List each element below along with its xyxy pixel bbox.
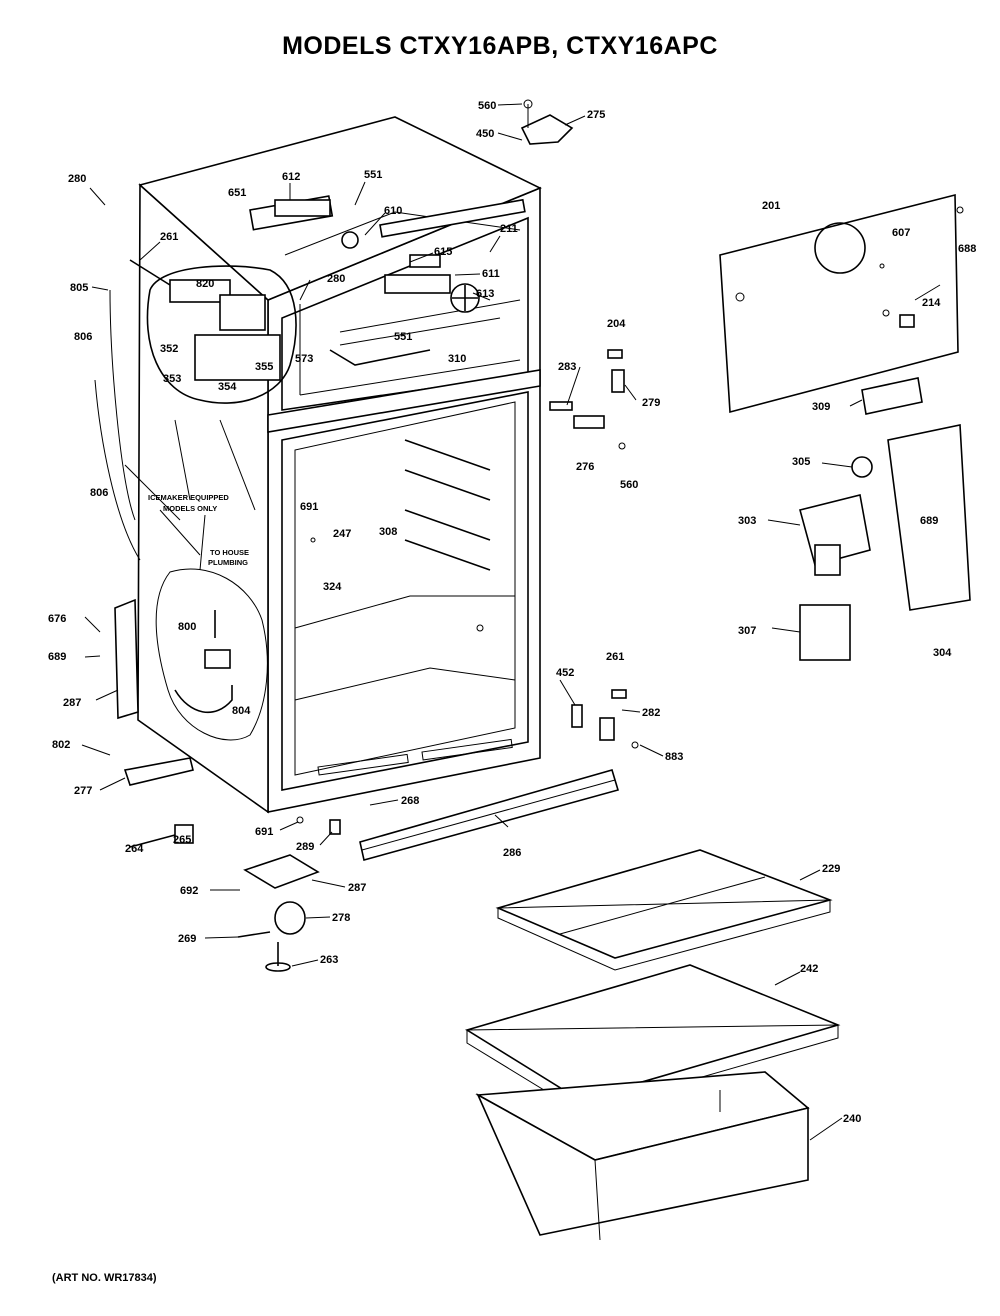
- callout-label: 691: [300, 501, 318, 513]
- callout-label: 676: [48, 613, 66, 625]
- callout-label: 613: [476, 288, 494, 300]
- callout-label: 279: [642, 397, 660, 409]
- callout-label: 688: [958, 243, 976, 255]
- callout-label: 804: [232, 705, 251, 717]
- callout-label: 286: [503, 847, 521, 859]
- callout-label: 261: [160, 231, 178, 243]
- refrigerator-cabinet: [137, 116, 542, 814]
- callout-label: 283: [558, 361, 576, 373]
- callout-label: 324: [323, 581, 342, 593]
- callout-label: 806: [90, 487, 108, 499]
- callout-label: 800: [178, 621, 196, 633]
- callout-label: 883: [665, 751, 683, 763]
- callout-label: 612: [282, 171, 300, 183]
- callout-label: 310: [448, 353, 466, 365]
- small-hinge-parts: [549, 349, 639, 749]
- callout-label: 551: [394, 331, 412, 343]
- callout-label: 611: [482, 268, 500, 280]
- callout-label: 289: [296, 841, 314, 853]
- callout-label: 211: [500, 223, 518, 235]
- callout-label: 802: [52, 739, 70, 751]
- freezer-fan-parts: [249, 195, 526, 366]
- callout-label: 263: [320, 954, 338, 966]
- callout-label: 309: [812, 401, 830, 413]
- callout-label: 355: [255, 361, 273, 373]
- glass-shelf: [465, 964, 841, 1113]
- callout-label: 692: [180, 885, 198, 897]
- top-hinge: [520, 99, 574, 145]
- crisper-pan: [475, 1071, 810, 1241]
- callout-label: 689: [48, 651, 66, 663]
- callout-label: 560: [620, 479, 638, 491]
- callout-label: 275: [587, 109, 605, 121]
- callout-label: 452: [556, 667, 574, 679]
- icemaker-assembly: [129, 259, 297, 404]
- callout-label: 610: [384, 205, 402, 217]
- callout-label: 247: [333, 528, 351, 540]
- callout-label: 287: [63, 697, 81, 709]
- callout-label: 615: [434, 246, 452, 258]
- icemaker-note-line: ICEMAKER EQUIPPED: [148, 493, 229, 502]
- callout-labels: 560 275 450 280 612 551 651 610 211 261 …: [48, 100, 976, 1125]
- callout-label: 305: [792, 456, 810, 468]
- callout-label: 265: [173, 834, 191, 846]
- callout-label: 278: [332, 912, 350, 924]
- callout-label: 691: [255, 826, 273, 838]
- callout-label: 268: [401, 795, 419, 807]
- callout-label: 240: [843, 1113, 861, 1125]
- callout-label: 820: [196, 278, 214, 290]
- ice-dispenser-parts: [799, 424, 971, 661]
- callout-label: 242: [800, 963, 818, 975]
- toe-grille: [359, 769, 620, 861]
- callout-label: 689: [920, 515, 938, 527]
- callout-label: 277: [74, 785, 92, 797]
- callout-label: 303: [738, 515, 756, 527]
- bottom-hinge-parts: [114, 598, 194, 848]
- callout-label: 806: [74, 331, 92, 343]
- diagram-notes: ICEMAKER EQUIPPED MODELS ONLY TO HOUSE P…: [148, 493, 249, 567]
- evaporator-cover-panel: [719, 193, 964, 415]
- callout-label: 264: [125, 843, 144, 855]
- callout-label: 269: [178, 933, 196, 945]
- diagram-title: MODELS CTXY16APB, CTXY16APC: [282, 32, 718, 60]
- callout-label: 280: [327, 273, 345, 285]
- callout-label: 276: [576, 461, 594, 473]
- callout-label: 354: [218, 381, 237, 393]
- callout-label: 352: [160, 343, 178, 355]
- callout-label: 229: [822, 863, 840, 875]
- icemaker-note-line: MODELS ONLY: [163, 504, 217, 513]
- callout-label: 307: [738, 625, 756, 637]
- callout-label: 287: [348, 882, 366, 894]
- callout-label: 282: [642, 707, 660, 719]
- callout-label: 214: [922, 297, 941, 309]
- callout-label: 261: [606, 651, 624, 663]
- callout-label: 450: [476, 128, 494, 140]
- callout-label: 353: [163, 373, 181, 385]
- wire-shelf: [495, 849, 833, 971]
- callout-label: 573: [295, 353, 313, 365]
- callout-label: 308: [379, 526, 397, 538]
- roller-assembly: [237, 816, 341, 972]
- callout-label: 560: [478, 100, 496, 112]
- plumbing-note-line: PLUMBING: [208, 558, 248, 567]
- callout-label: 651: [228, 187, 246, 199]
- plumbing-note-line: TO HOUSE: [210, 548, 249, 557]
- callout-label: 805: [70, 282, 88, 294]
- callout-label: 201: [762, 200, 780, 212]
- callout-leaders: [81, 103, 941, 1141]
- art-number: (ART NO. WR17834): [52, 1272, 157, 1284]
- water-valve-assembly: [94, 289, 268, 741]
- callout-label: 204: [607, 318, 626, 330]
- callout-label: 280: [68, 173, 86, 185]
- callout-label: 551: [364, 169, 382, 181]
- callout-label: 304: [933, 647, 952, 659]
- callout-label: 607: [892, 227, 910, 239]
